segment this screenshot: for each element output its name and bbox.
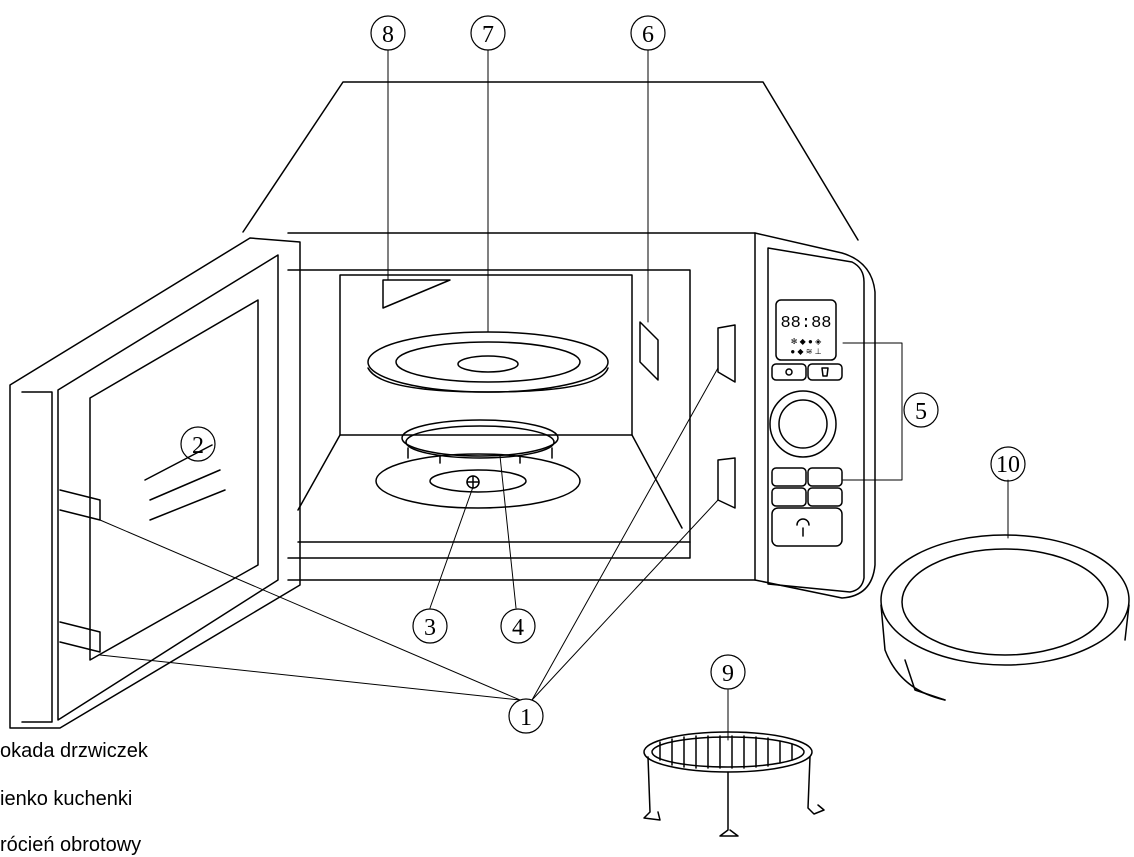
lcd-display bbox=[775, 299, 837, 361]
callout-7 bbox=[470, 15, 506, 51]
svg-text:10: 10 bbox=[996, 452, 1020, 478]
waveguide-cover bbox=[382, 279, 451, 309]
defrost-weight-button[interactable] bbox=[771, 467, 807, 487]
svg-text:8: 8 bbox=[382, 22, 394, 48]
svg-text:9: 9 bbox=[722, 661, 734, 687]
svg-text:3: 3 bbox=[424, 615, 436, 641]
legend-item-1: okada drzwiczek bbox=[0, 740, 148, 762]
lcd-digits: 88:88 bbox=[780, 314, 831, 333]
stop-button[interactable] bbox=[807, 363, 843, 381]
callout-3 bbox=[412, 608, 448, 644]
svg-text:2: 2 bbox=[192, 433, 204, 459]
callout-5 bbox=[903, 392, 939, 428]
oven-body bbox=[242, 81, 876, 599]
callout-markers: 8 7 6 2 5 10 3 4 9 1 bbox=[180, 15, 1026, 734]
grill-button[interactable] bbox=[771, 487, 807, 507]
callout-4 bbox=[500, 608, 536, 644]
callout-2 bbox=[180, 426, 216, 462]
callout-8 bbox=[370, 15, 406, 51]
control-panel: 88:88 ✻ ◆ ● ◈ ● ◆ ≋ ⊥ bbox=[769, 299, 843, 547]
clock-icon bbox=[785, 368, 793, 376]
svg-text:5: 5 bbox=[915, 399, 927, 425]
clock-button[interactable] bbox=[771, 363, 807, 381]
roller-ring bbox=[401, 419, 559, 464]
leader-lines bbox=[99, 49, 1009, 741]
legend-item-3: rócień obrotowy bbox=[0, 834, 142, 856]
latch-hole-upper bbox=[717, 324, 736, 383]
lcd-icons: ✻ ◆ ● ◈ bbox=[791, 337, 822, 346]
accessory-ring bbox=[880, 534, 1130, 701]
oven-door bbox=[9, 237, 301, 729]
svg-text:4: 4 bbox=[512, 615, 524, 641]
svg-text:7: 7 bbox=[482, 22, 494, 48]
door-glass-reflection bbox=[144, 444, 226, 521]
lcd-icons-row2: ● ◆ ≋ ⊥ bbox=[790, 347, 821, 356]
auto-cook-button[interactable] bbox=[807, 487, 843, 507]
callout-1 bbox=[508, 698, 544, 734]
control-knob-bezel bbox=[769, 390, 837, 458]
turntable-coupler bbox=[375, 453, 581, 509]
grill-rack bbox=[643, 731, 825, 837]
control-knob[interactable] bbox=[778, 399, 828, 449]
latch-hole-lower bbox=[717, 457, 736, 509]
door-hook-upper bbox=[59, 489, 101, 521]
rating-label bbox=[639, 321, 659, 381]
stop-icon bbox=[821, 367, 829, 377]
defrost-time-button[interactable] bbox=[807, 467, 843, 487]
glass-turntable bbox=[367, 331, 609, 393]
legend-item-2: ienko kuchenki bbox=[0, 788, 133, 810]
svg-text:6: 6 bbox=[642, 22, 654, 48]
callout-6 bbox=[630, 15, 666, 51]
svg-text:1: 1 bbox=[520, 705, 532, 731]
callout-10 bbox=[990, 446, 1026, 482]
start-icon bbox=[796, 518, 810, 537]
door-hook-lower bbox=[59, 621, 101, 653]
start-button[interactable] bbox=[771, 507, 843, 547]
callout-9 bbox=[710, 654, 746, 690]
